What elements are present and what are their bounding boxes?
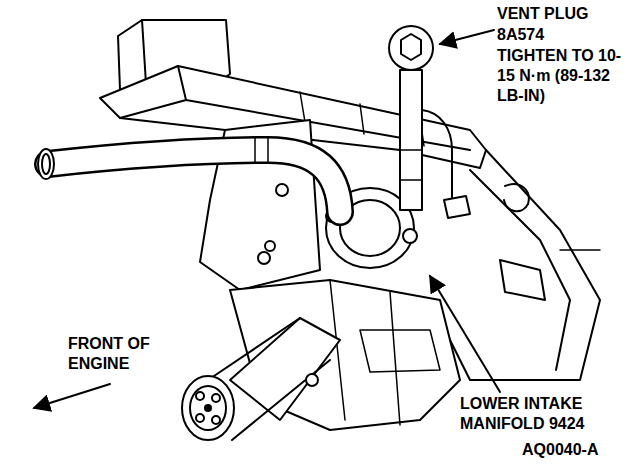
part-number: 8A574 [497,25,627,45]
label-wrap: LOWER INTAKE MANIFOLD 9424 [460,394,635,434]
part-name: VENT PLUG [497,4,627,24]
label-wrap: VENT PLUG [497,4,627,24]
part-name: LOWER INTAKE MANIFOLD 9424 [460,394,635,434]
torque-spec: TIGHTEN TO 10-15 N·m (89-132 LB-IN) [497,46,622,106]
label-wrap: AQ0040-A [522,440,634,460]
direction-note: FRONT OF ENGINE [68,334,168,374]
label-wrap: FRONT OF ENGINE [68,334,168,374]
figure-code: AQ0040-A [522,440,634,460]
label-wrap: TIGHTEN TO 10-15 N·m (89-132 LB-IN) [497,46,622,106]
label-wrap: 8A574 [497,25,627,45]
